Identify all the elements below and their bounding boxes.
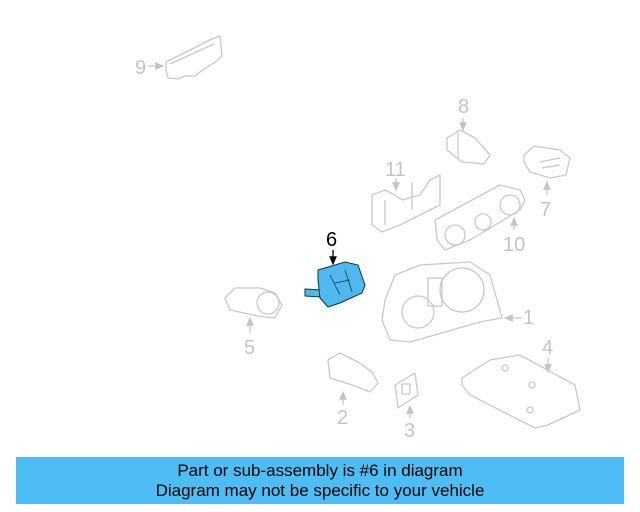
callout-5[interactable]: 5 bbox=[244, 337, 256, 359]
part-5-switch-icon bbox=[224, 287, 283, 333]
part-4-control-module-icon bbox=[461, 354, 581, 429]
part-1-instrument-cluster-icon bbox=[381, 261, 522, 343]
part-2-sensor-icon bbox=[327, 352, 379, 405]
parts-diagram: 9 8 11 7 10 6 1 5 4 2 3 bbox=[135, 35, 581, 442]
part-7-switch-icon bbox=[523, 145, 571, 195]
part-9-trim-icon bbox=[148, 35, 223, 80]
part-8-switch-icon bbox=[446, 118, 491, 165]
callout-4[interactable]: 4 bbox=[542, 337, 554, 359]
callout-3[interactable]: 3 bbox=[404, 420, 416, 442]
callout-8[interactable]: 8 bbox=[458, 96, 470, 118]
info-banner: Part or sub-assembly is #6 in diagram Di… bbox=[16, 457, 624, 504]
part-6-highlighted-icon bbox=[304, 250, 366, 308]
part-3-gasket-icon bbox=[394, 372, 419, 418]
callout-9[interactable]: 9 bbox=[135, 57, 147, 79]
diagram-drawing bbox=[148, 35, 581, 429]
callout-2[interactable]: 2 bbox=[337, 407, 349, 429]
part-11-bracket-icon bbox=[371, 174, 441, 233]
callout-7[interactable]: 7 bbox=[540, 199, 552, 221]
callout-1[interactable]: 1 bbox=[523, 307, 535, 329]
part-10-climate-control-icon bbox=[434, 184, 526, 251]
callout-11[interactable]: 11 bbox=[385, 159, 406, 181]
banner-line-2: Diagram may not be specific to your vehi… bbox=[155, 481, 485, 500]
callout-6[interactable]: 6 bbox=[326, 229, 338, 251]
callout-10[interactable]: 10 bbox=[503, 234, 526, 256]
banner-line-1: Part or sub-assembly is #6 in diagram bbox=[177, 461, 463, 480]
